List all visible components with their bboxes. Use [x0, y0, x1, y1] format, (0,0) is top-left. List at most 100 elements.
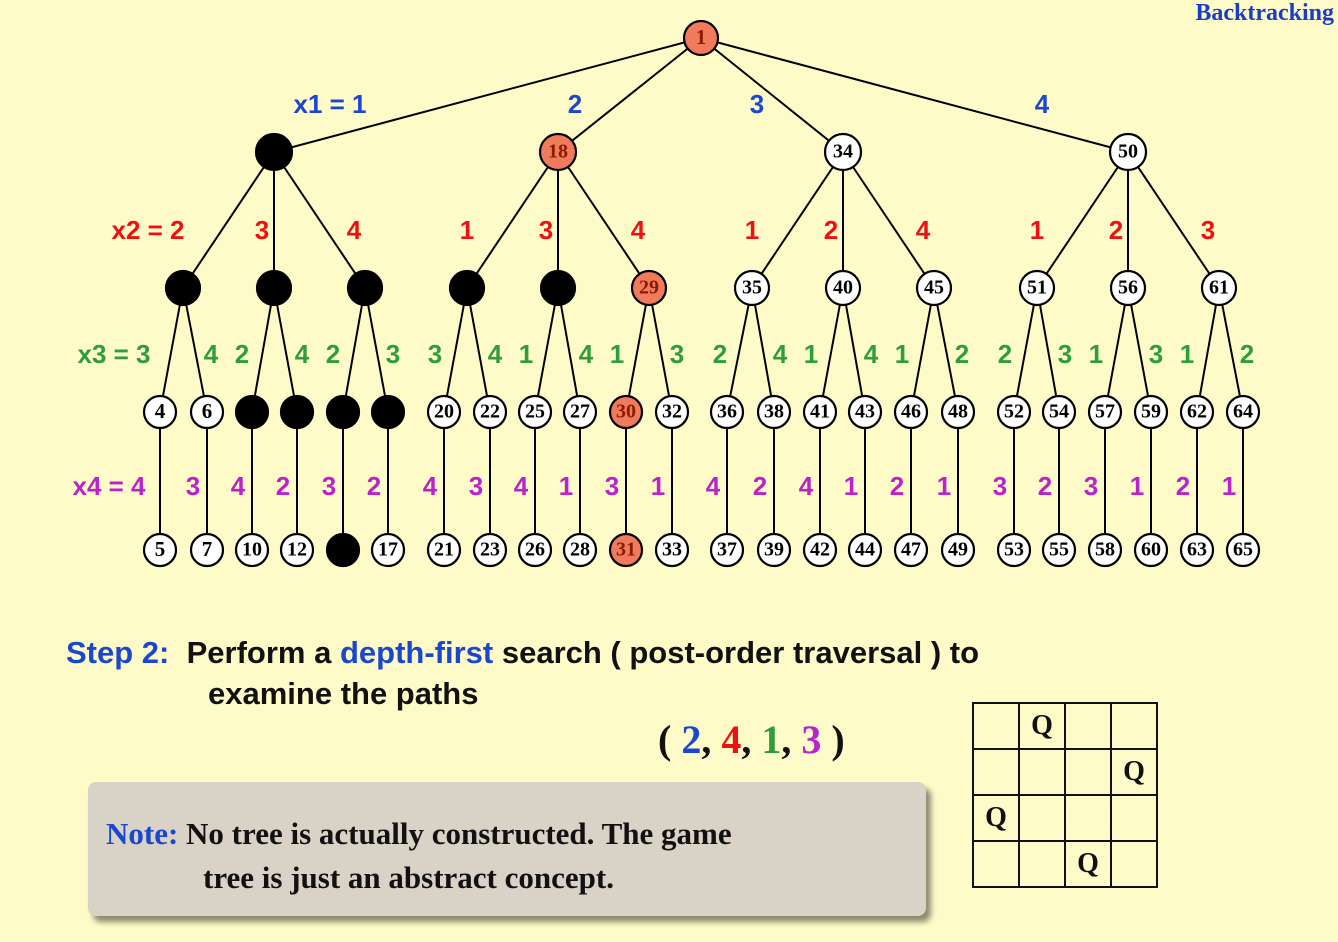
tree-edge	[273, 287, 298, 413]
note-label: Note:	[106, 816, 179, 851]
tree-node-label: 48	[948, 401, 968, 423]
tree-edge	[625, 287, 650, 413]
tree-node-label: 44	[855, 539, 875, 561]
tree-node-label: 40	[833, 277, 853, 299]
tree-node-label: 28	[570, 539, 590, 561]
tree-node	[346, 269, 384, 307]
tree-node-label: 37	[717, 539, 737, 561]
tree-node-label: 38	[764, 401, 784, 423]
board-row: Q	[972, 702, 1158, 750]
tuple-v1: 2	[681, 717, 702, 762]
x3-label: 1	[610, 339, 624, 369]
tree-edges	[159, 37, 1244, 550]
x4-label: 3	[469, 471, 483, 501]
tree-node	[940, 532, 976, 568]
tree-node-label: 47	[901, 539, 921, 561]
tree-node	[234, 394, 270, 430]
tree-edge	[700, 37, 844, 153]
tree-node-label: 50	[1118, 141, 1138, 163]
x4-label: 3	[1084, 471, 1098, 501]
tree-edge	[1127, 151, 1220, 289]
board-cell	[1110, 702, 1158, 750]
tree-node-label: 17	[378, 539, 398, 561]
tree-node	[802, 532, 838, 568]
tree-edge	[1127, 287, 1152, 413]
tree-edge	[933, 287, 959, 413]
x4-label: 4	[423, 471, 438, 501]
tree-edge	[751, 151, 844, 289]
tree-edge	[443, 287, 468, 413]
tree-node-label: 21	[434, 539, 454, 561]
tree-node-label: 60	[1141, 539, 1161, 561]
tree-node	[823, 132, 863, 172]
x4-label: 3	[322, 471, 336, 501]
tree-node	[142, 394, 178, 430]
x3-label: 4	[773, 339, 788, 369]
tree-edge	[557, 37, 702, 153]
tree-node-label: 20	[434, 401, 454, 423]
tree-node	[1179, 394, 1215, 430]
tree-node	[1225, 532, 1261, 568]
board-cell	[1018, 748, 1066, 796]
board-cell	[1064, 794, 1112, 842]
tree-node-label: 53	[1004, 539, 1024, 561]
tree-node	[1133, 394, 1169, 430]
tree-node	[325, 394, 361, 430]
tree-node	[1041, 394, 1077, 430]
tree-node	[254, 132, 294, 172]
x3-label: 3	[1149, 339, 1163, 369]
board-row: Q	[972, 840, 1158, 888]
tree-node-label: 32	[662, 401, 682, 423]
note-line1: No tree is actually constructed. The gam…	[186, 816, 732, 851]
tree-node	[824, 269, 862, 307]
tree-edge	[1104, 287, 1129, 413]
x4-label: 2	[276, 471, 290, 501]
tree-node-label: 57	[1095, 401, 1115, 423]
tree-node	[756, 532, 792, 568]
tree-node-label: 18	[548, 141, 568, 163]
board-cell: Q	[972, 794, 1020, 842]
board-cell	[1110, 840, 1158, 888]
x4-label: 4	[514, 471, 529, 501]
tree-node	[448, 269, 486, 307]
tree-node-label: 10	[242, 539, 262, 561]
tree-node	[189, 532, 225, 568]
tree-node	[709, 394, 745, 430]
x4-label: x4 = 4	[72, 471, 146, 501]
tuple-v2: 4	[721, 717, 742, 762]
tree-edge	[557, 151, 650, 289]
tree-node-label: 25	[525, 401, 545, 423]
tree-node-label: 43	[855, 401, 875, 423]
board-cell	[1110, 794, 1158, 842]
tree-node	[682, 19, 720, 57]
x3-label: 1	[1180, 339, 1194, 369]
tree-node-label: 34	[833, 141, 853, 163]
x2-label: 4	[347, 215, 362, 245]
board-cell: Q	[1110, 748, 1158, 796]
x4-label: 2	[1038, 471, 1052, 501]
tree-node	[709, 532, 745, 568]
x3-label: 3	[428, 339, 442, 369]
tree-edge	[557, 287, 581, 413]
tree-node	[325, 532, 361, 568]
tree-node	[1225, 394, 1261, 430]
x3-label: 4	[204, 339, 219, 369]
board-cell	[1064, 748, 1112, 796]
x3-label: 2	[235, 339, 249, 369]
x1-label: 4	[1035, 89, 1050, 119]
tree-node-label: 63	[1187, 539, 1207, 561]
tree-node-label: 55	[1049, 539, 1069, 561]
tree-node	[996, 394, 1032, 430]
tree-node	[517, 394, 553, 430]
x2-label: 3	[539, 215, 553, 245]
tree-edge	[700, 37, 1129, 153]
tree-edge	[819, 287, 844, 413]
x4-label: 4	[706, 471, 721, 501]
x2-label: 2	[1109, 215, 1123, 245]
tree-node	[142, 532, 178, 568]
step-text: Step 2: Perform a depth-first search ( p…	[66, 632, 979, 714]
x2-label: 3	[255, 215, 269, 245]
tree-node	[893, 532, 929, 568]
tree-node-label: 33	[662, 539, 682, 561]
tree-node	[370, 532, 406, 568]
